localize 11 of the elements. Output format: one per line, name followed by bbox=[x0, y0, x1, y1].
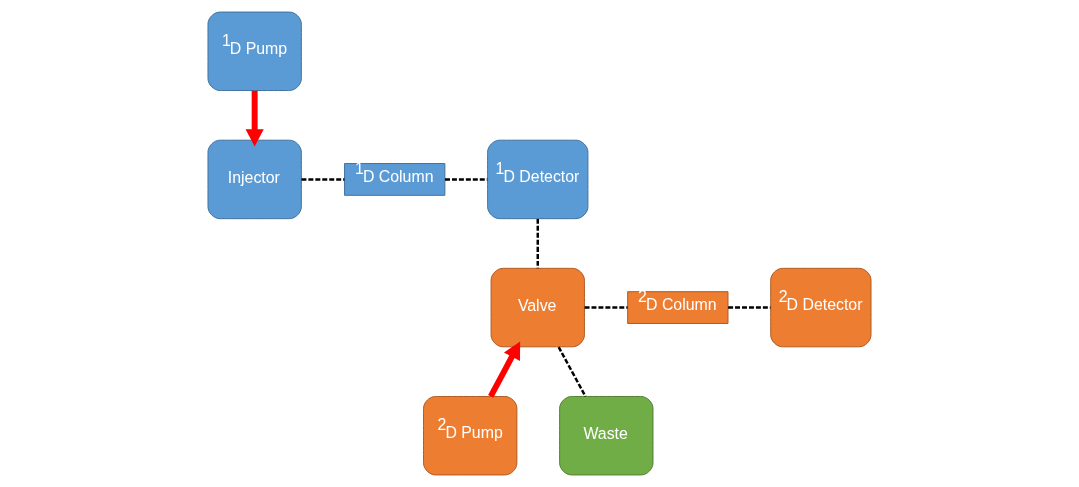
connector bbox=[301, 178, 345, 181]
arrow bbox=[245, 90, 264, 147]
connector bbox=[557, 346, 587, 397]
connector bbox=[584, 306, 628, 309]
node-box: Waste bbox=[559, 395, 654, 476]
connector bbox=[445, 178, 488, 181]
node-box: Valve bbox=[490, 267, 585, 348]
arrow bbox=[488, 341, 521, 398]
node-box: Injector bbox=[207, 139, 302, 220]
connector bbox=[536, 218, 539, 269]
connector bbox=[728, 306, 771, 309]
